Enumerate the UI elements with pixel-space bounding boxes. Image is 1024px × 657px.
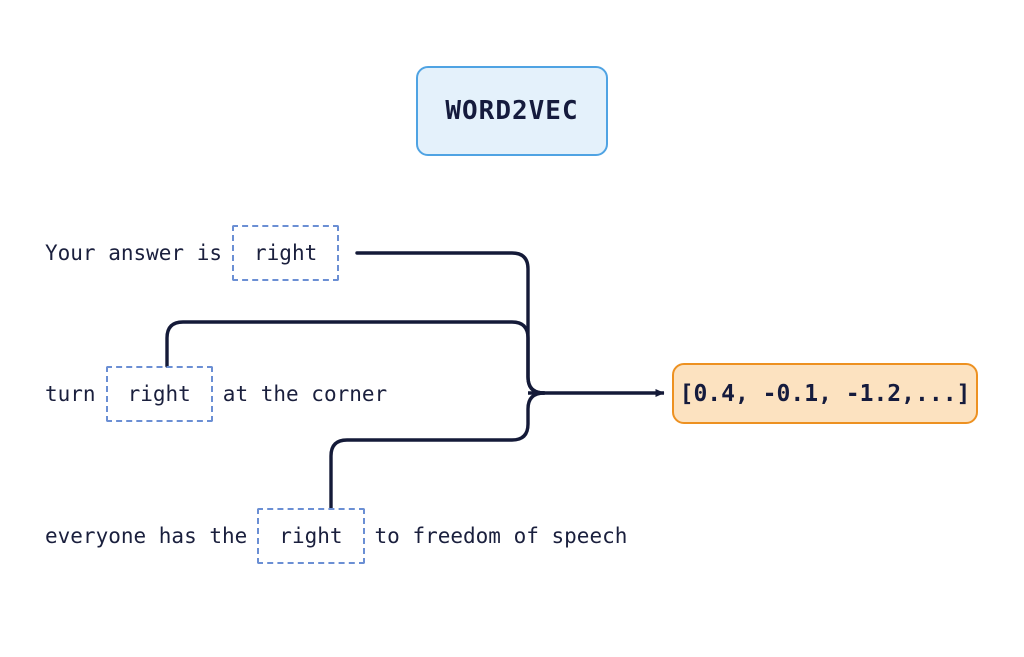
word2vec-title-label: WORD2VEC (445, 96, 579, 126)
keyword-box-3: right (257, 508, 365, 564)
embedding-vector-label: [0.4, -0.1, -1.2,...] (679, 380, 971, 407)
sentence-2-prefix: turn (45, 381, 96, 406)
sentence-1-prefix: Your answer is (45, 240, 223, 265)
word2vec-title-box: WORD2VEC (416, 66, 608, 156)
keyword-box-2: right (105, 366, 213, 422)
sentence-2-suffix: at the corner (222, 381, 388, 406)
sentence-3-suffix: to freedom of speech (374, 523, 628, 548)
sentence-3-prefix: everyone has the (45, 523, 248, 548)
sentence-row-3: everyone has the right to freedom of spe… (45, 508, 627, 564)
keyword-box-1: right (232, 225, 340, 281)
sentence-row-2: turn right at the corner (45, 366, 387, 422)
embedding-vector-box: [0.4, -0.1, -1.2,...] (672, 363, 978, 424)
sentence-row-1: Your answer is right (45, 225, 340, 281)
